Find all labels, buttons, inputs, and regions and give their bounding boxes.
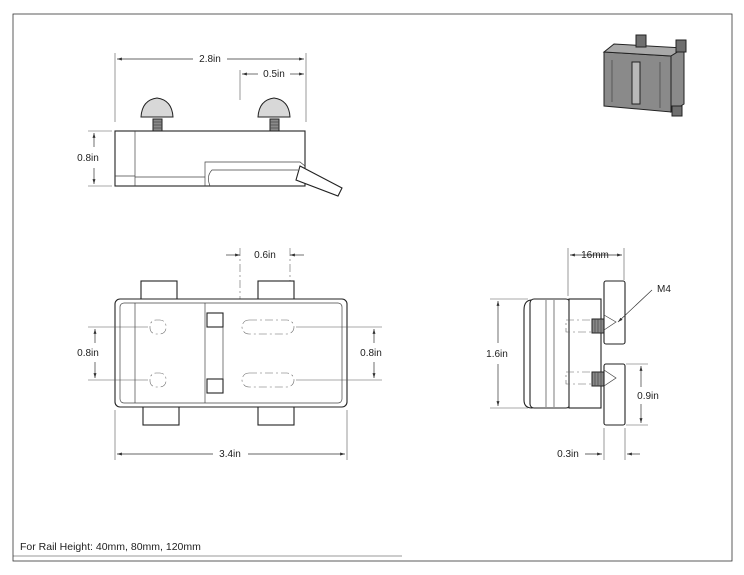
dim-side-length: 2.8in <box>199 54 221 65</box>
clamp-body-top <box>114 298 348 408</box>
dim-slot-spacing: 0.6in <box>254 250 276 261</box>
side-view: 2.8in 0.5in 0.8in <box>77 53 343 197</box>
dim-end-thickness: 0.3in <box>557 449 579 460</box>
dim-top-right-height: 0.8in <box>360 348 382 359</box>
drawing-border <box>12 13 733 562</box>
dim-top-left-height: 0.8in <box>77 348 99 359</box>
top-view: 0.6in 0.8in 0.8in <box>77 248 382 460</box>
dim-end-height: 1.6in <box>486 349 508 360</box>
screw-knob-right <box>257 97 291 132</box>
dim-screw-spacing: 0.5in <box>263 69 285 80</box>
clamp-body-side <box>114 130 306 187</box>
clamp-lever-side <box>295 165 343 197</box>
label-thread: M4 <box>657 284 671 295</box>
dim-end-width: 16mm <box>581 250 609 261</box>
dim-end-lower-height: 0.9in <box>637 391 659 402</box>
dim-top-length: 3.4in <box>219 449 241 460</box>
isometric-thumbnail <box>602 34 687 117</box>
clamp-body-end <box>529 298 571 409</box>
rail-height-note: For Rail Height: 40mm, 80mm, 120mm <box>20 541 201 553</box>
screw-knob-left <box>140 97 174 132</box>
dim-side-height: 0.8in <box>77 153 99 164</box>
end-view: 16mm M4 1.6in <box>486 248 671 460</box>
